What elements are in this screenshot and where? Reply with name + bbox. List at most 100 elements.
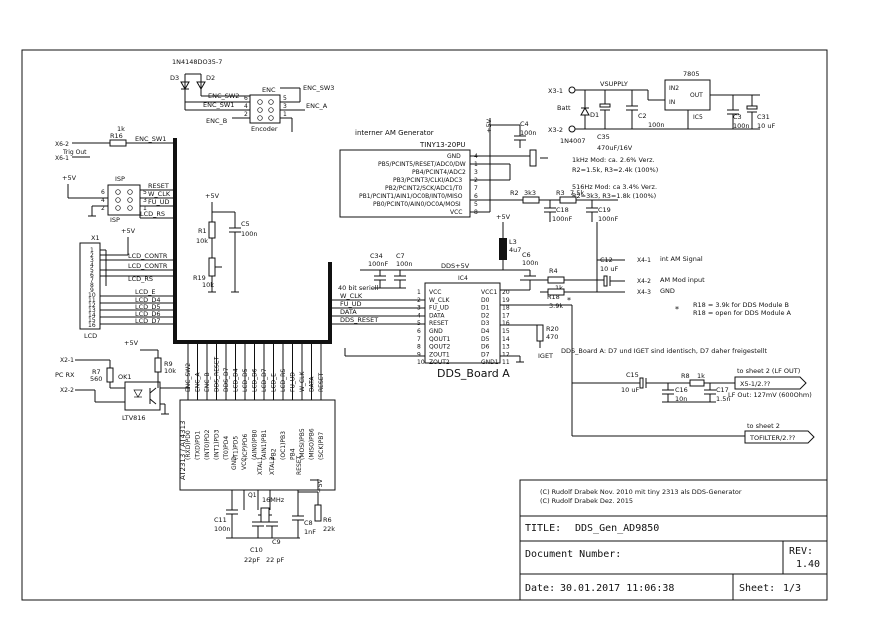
docnum-label: Document Number: <box>525 549 621 560</box>
x2-2-label: X2-2 <box>60 387 74 394</box>
to-sheet2-lf-label: to sheet 2 (LF OUT) <box>737 367 800 375</box>
lcd-pin-16: 16 <box>88 322 96 329</box>
c9-label: C9 <box>272 538 281 546</box>
tiny13-pin-gnd: GND <box>447 153 461 160</box>
r2-body <box>522 196 540 204</box>
x4-2-label: X4-2 <box>637 278 651 285</box>
left-section: X6-2 Trig Out X6-1 R16 1k ENC_SW1 +5V IS… <box>55 125 258 422</box>
mcu-net-label: DATA <box>309 376 316 392</box>
c7-symbol <box>394 270 406 288</box>
mcu-net-label: LCD_D6 <box>252 368 259 392</box>
c19-label: C19 <box>598 206 611 214</box>
r7-label: R7 <box>92 368 101 376</box>
mcu-port-label: (T1)PD5 <box>233 436 240 460</box>
mcu-net-label: LCD_D7 <box>261 368 268 392</box>
c34-symbol <box>374 270 386 288</box>
mcu-port-label: PB2 <box>271 448 278 460</box>
c35-label: C35 <box>597 133 610 141</box>
c10-label: C10 <box>250 546 263 554</box>
mcu-bottom-plus5v: +5V <box>316 478 324 493</box>
dds-left-pin-number: 6 <box>417 328 421 335</box>
dds-left-pin: W_CLK <box>429 297 450 304</box>
q1-label: Q1 <box>248 492 257 499</box>
isp-pin-2: 2 <box>101 205 105 212</box>
diode-part-number: 1N4148DO35-7 <box>172 58 222 66</box>
c12-label: C12 <box>600 256 613 264</box>
c16-symbol <box>662 383 674 402</box>
r16-value: 1k <box>117 125 125 133</box>
l3-body <box>499 238 507 260</box>
output-section: R4 1k R18 3.9k * C12 10 uF X4-1 int AM S… <box>520 222 815 444</box>
x1-label: X1 <box>91 234 100 242</box>
isp-pin-1: 1 <box>143 205 147 212</box>
credit-line-2: (C) Rudolf Drabek Dez. 2015 <box>540 497 633 505</box>
c8-label: C8 <box>304 519 313 527</box>
isp-pin-6: 6 <box>101 189 105 196</box>
lcd-pin-8: 8 <box>90 282 94 289</box>
d3-label: D3 <box>170 74 179 82</box>
diode-d2-symbol <box>196 74 206 96</box>
reg-ref: IC5 <box>693 114 703 121</box>
r9-body <box>154 357 162 373</box>
c11-symbol <box>226 509 238 538</box>
c18-label: C18 <box>556 206 569 214</box>
x4-3-desc: GND <box>660 287 675 295</box>
x3-1-label: X3-1 <box>548 87 563 95</box>
r3-label: R3 <box>556 189 565 197</box>
lcd-pin-2: 2 <box>90 252 94 259</box>
dds-right-pin-number: 17 <box>502 312 510 319</box>
c4-value: 100n <box>520 129 537 137</box>
mcu-port-label: (INT1)PD3 <box>214 429 221 460</box>
dds-right-pin-number: 14 <box>502 336 510 343</box>
main-bus <box>173 138 332 344</box>
r16-body <box>109 139 127 147</box>
isp-plus5v: +5V <box>62 174 77 182</box>
d1-part: 1N4007 <box>560 137 586 145</box>
mcu-port-label: (INT0)PD2 <box>204 429 211 460</box>
lcd-pin-6: 6 <box>90 272 94 279</box>
dds-board-name: DDS_Board A <box>437 367 510 380</box>
mcu-port-label: (AIN0)PB0 <box>252 429 259 460</box>
dds-left-pin-number: 5 <box>417 320 421 327</box>
dds-left-pin: QOUT1 <box>429 336 451 343</box>
dds-right-pin: D3 <box>481 320 490 327</box>
dds-serial-label: 40 bit seriell <box>338 284 379 292</box>
credit-line-1: (C) Rudolf Drabek Nov. 2010 mit tiny 231… <box>540 488 742 496</box>
c15-value: 10 uF <box>621 386 639 394</box>
dds-board-chip <box>424 282 501 364</box>
sheet-frame <box>21 49 828 601</box>
c17-value: 1.5n <box>716 395 730 403</box>
mcu-port-label: PB4 <box>290 448 297 460</box>
c12-body <box>603 275 608 287</box>
dds-right-pin: D7 <box>481 351 490 358</box>
r3-value: 7.5k <box>570 189 584 197</box>
x5-port-label: X5-1/2.?? <box>740 380 770 388</box>
mcu-port-label: (T0)PD4 <box>223 436 230 460</box>
crystal-body <box>260 507 270 523</box>
x4-1-label: X4-1 <box>637 257 651 264</box>
enc-sw1-label: ENC_SW1 <box>203 101 234 109</box>
r18-label: R18 <box>547 293 560 301</box>
lcd-pin-1: 1 <box>90 247 94 254</box>
r6-body <box>314 504 322 522</box>
dds-right-pin: D0 <box>481 297 490 304</box>
lcd-e-label: LCD_E <box>135 288 156 296</box>
am-note-2: R2=1.5k, R3=2.4k (100%) <box>572 166 658 174</box>
mcu-part-label: AT2313 / AT4313 <box>179 421 187 480</box>
enc-b-label: ENC_B <box>206 117 227 125</box>
mcu-port-label: (OC1)PB3 <box>280 431 287 460</box>
lcd-d6-label: LCD_D6 <box>135 310 161 318</box>
rev-label: REV: <box>789 546 813 557</box>
enc-pin-2: 2 <box>244 111 248 118</box>
c15-body <box>639 377 644 389</box>
l3-label: L3 <box>509 238 517 246</box>
x3-1-terminal <box>568 86 576 94</box>
dds-right-pin: D2 <box>481 312 490 319</box>
r18-star: * <box>567 296 571 305</box>
pc-rx-label: PC RX <box>55 371 75 379</box>
c11-value: 100n <box>214 525 231 533</box>
optocoupler-body <box>124 381 161 411</box>
lcd-rs-label: LCD_RS <box>128 275 153 283</box>
reg-in2: IN2 <box>669 85 679 92</box>
dds-right-pin: VCC1 <box>481 289 497 296</box>
